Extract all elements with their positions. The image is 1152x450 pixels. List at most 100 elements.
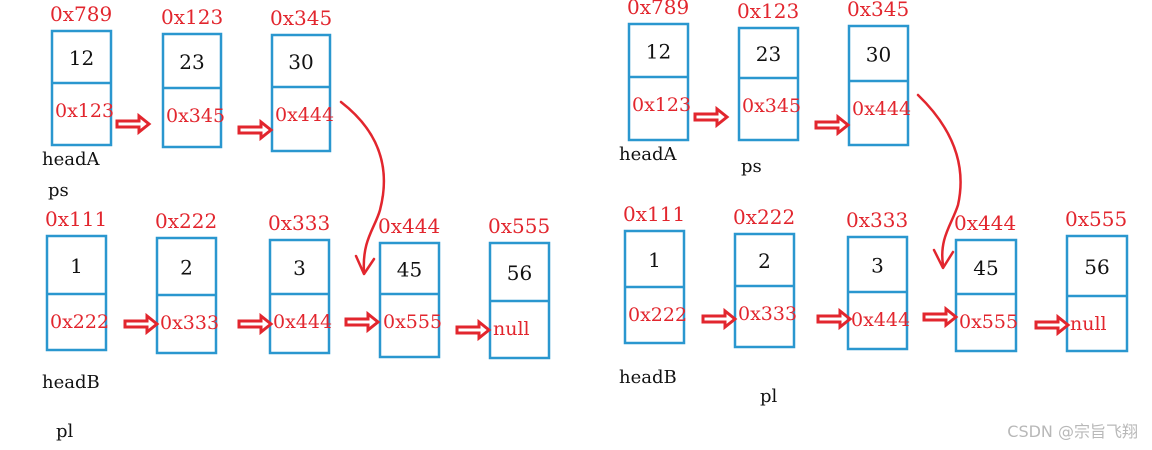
node-next: 0x123 [55,100,114,122]
node-value: 12 [69,46,94,70]
next-arrow [701,307,738,331]
next-arrow [237,118,274,142]
next-arrow [115,112,152,136]
intersection-arrow-head [932,248,955,270]
node-next: 0x123 [632,94,691,116]
listA-node: 0x789 12 0x123 [50,2,114,147]
node-value: 1 [648,248,661,272]
next-arrow [693,105,730,129]
next-arrow [237,312,274,336]
label-ps: ps [48,180,69,201]
panel-left: 0x789120x1230x123230x3450x345300x4440x11… [42,2,551,442]
node-next: null [1070,313,1107,335]
label-pl: pl [760,386,778,407]
node-address: 0x555 [488,214,550,238]
node-next: 0x444 [851,309,910,331]
node-address: 0x789 [627,0,689,19]
node-box [627,22,690,142]
node-box [1065,234,1129,353]
node-value: 30 [866,43,891,67]
node-next: 0x333 [160,312,219,334]
next-arrow [123,312,160,336]
node-next: 0x345 [742,95,801,117]
node-next: 0x444 [852,98,911,120]
next-arrow [344,310,381,334]
listB-node: 0x444 45 0x555 [954,211,1018,353]
next-arrow [922,305,959,329]
node-address: 0x345 [847,0,909,21]
listB-node: 0x333 3 0x444 [268,211,332,355]
listB-node: 0x111 1 0x222 [45,207,109,352]
node-value: 3 [293,256,306,280]
node-box [268,238,331,355]
listB-node: 0x222 2 0x333 [155,209,219,355]
label-headB: headB [42,372,100,393]
label-ps: ps [741,156,762,177]
node-address: 0x222 [733,205,795,229]
node-value: 2 [180,256,193,280]
node-next: 0x444 [275,104,334,126]
node-value: 23 [756,42,781,66]
node-next: 0x222 [628,304,687,326]
next-arrow [816,307,853,331]
intersection-arrow [916,93,962,267]
listA-node: 0x123 23 0x345 [737,0,801,142]
node-value: 23 [179,50,204,74]
watermark: CSDN @宗旨飞翔 [1007,422,1138,441]
node-next: 0x444 [273,311,332,333]
node-value: 1 [70,254,83,278]
label-headA: headA [42,149,100,170]
node-box [847,24,910,147]
node-address: 0x345 [270,6,332,30]
listA-node: 0x345 30 0x444 [847,0,911,147]
node-value: 30 [288,50,313,74]
node-box [161,32,223,149]
intersection-arrow-head [354,254,376,276]
node-box [737,26,800,142]
intersection-arrow [339,100,386,274]
node-value: 45 [397,258,422,282]
node-next: 0x555 [383,311,442,333]
node-address: 0x555 [1065,207,1127,231]
node-address: 0x333 [846,208,908,232]
panel-right: 0x789120x1230x123230x3450x345300x4440x11… [619,0,1129,407]
node-value: 2 [758,249,771,273]
next-arrow [814,113,851,137]
listA-node: 0x123 23 0x345 [161,5,225,149]
node-address: 0x789 [50,2,112,26]
node-box [378,241,441,359]
label-headB: headB [619,367,677,388]
label-pl: pl [56,421,74,442]
listB-node: 0x333 3 0x444 [846,208,910,351]
label-headA: headA [619,144,677,165]
node-address: 0x444 [954,211,1016,235]
node-next: null [493,318,530,340]
node-value: 56 [1084,255,1109,279]
node-address: 0x111 [45,207,107,231]
node-box [733,232,796,349]
node-value: 56 [507,261,532,285]
next-arrow [455,318,492,342]
node-box [954,238,1018,353]
node-next: 0x555 [959,311,1018,333]
node-next: 0x345 [166,105,225,127]
listB-node: 0x555 56 null [488,214,551,360]
next-arrow [1034,313,1071,337]
node-address: 0x111 [623,202,685,226]
listB-node: 0x555 56 null [1065,207,1129,353]
listA-node: 0x345 30 0x444 [270,6,334,153]
node-value: 12 [646,40,671,64]
node-address: 0x222 [155,209,217,233]
node-next: 0x222 [50,311,109,333]
listB-node: 0x111 1 0x222 [623,202,687,345]
node-address: 0x444 [378,214,440,238]
node-box [270,33,332,153]
listA-node: 0x789 12 0x123 [627,0,691,142]
node-address: 0x123 [161,5,223,29]
node-address: 0x123 [737,0,799,23]
node-value: 45 [973,256,998,280]
node-value: 3 [871,254,884,278]
node-address: 0x333 [268,211,330,235]
